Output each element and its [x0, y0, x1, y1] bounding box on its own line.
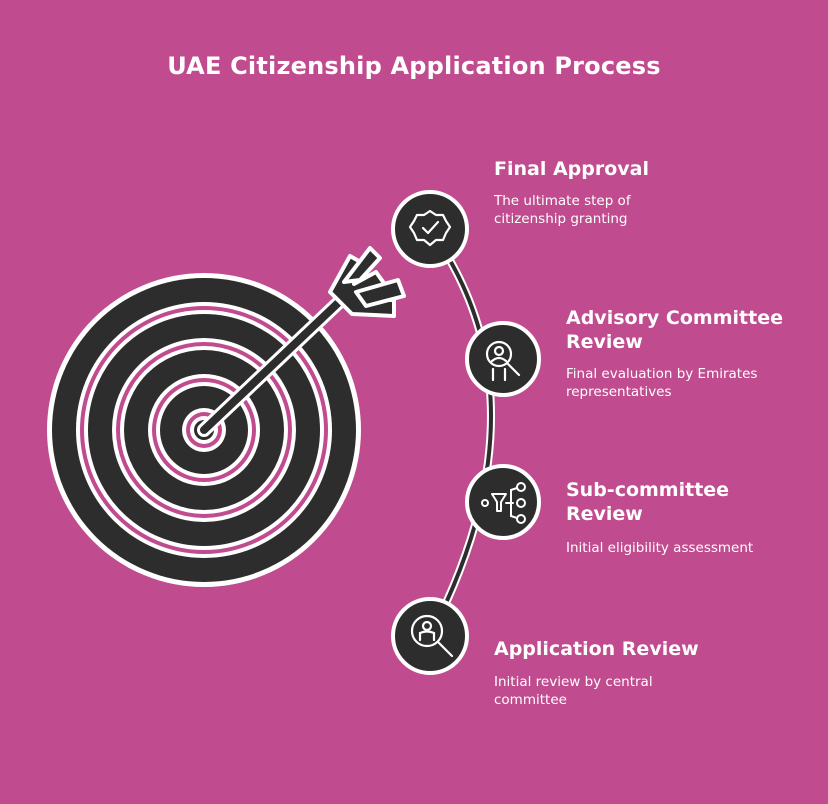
step-title-advisory-committee: Advisory Committee Review: [566, 307, 783, 353]
person-search-icon: [485, 340, 521, 382]
badge-check-icon: [408, 209, 452, 247]
step-desc-application-review: Initial review by central committee: [494, 674, 653, 708]
step-node-sub-committee: [465, 464, 541, 540]
step-node-application-review: [391, 597, 469, 675]
step-desc-advisory-committee: Final evaluation by Emirates representat…: [566, 366, 758, 400]
arrow-icon: [197, 246, 406, 437]
magnifier-person-icon: [410, 614, 454, 658]
step-node-advisory-committee: [465, 321, 541, 397]
diagram-title: UAE Citizenship Application Process: [167, 52, 661, 80]
step-title-final-approval: Final Approval: [494, 158, 650, 180]
step-title-application-review: Application Review: [494, 638, 699, 660]
step-node-final-approval: [391, 190, 469, 268]
step-desc-final-approval: The ultimate step of citizenship grantin…: [494, 193, 631, 227]
step-desc-sub-committee: Initial eligibility assessment: [566, 540, 754, 556]
step-title-sub-committee: Sub-committee Review: [566, 479, 730, 525]
filter-network-icon: [481, 482, 526, 524]
process-connector: [426, 226, 495, 638]
